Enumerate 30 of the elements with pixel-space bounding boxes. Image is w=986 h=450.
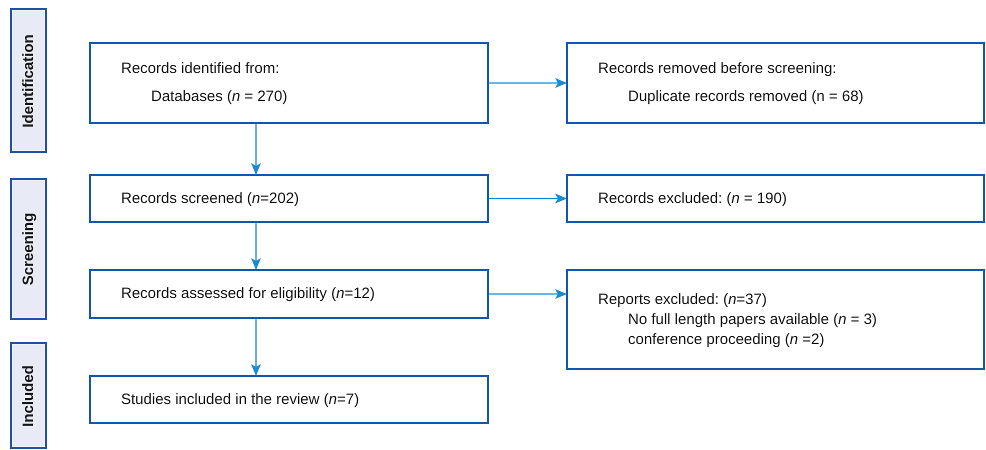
process-box	[89, 269, 489, 319]
box-detail: No full length papers available (n = 3)	[627, 310, 878, 330]
stage-band	[10, 8, 47, 153]
process-box	[89, 42, 489, 124]
stage-band	[10, 342, 47, 449]
arrow	[489, 78, 567, 88]
box-detail: Duplicate records removed (n = 68)	[627, 87, 865, 107]
arrow	[251, 319, 261, 376]
stage-label: Screening	[18, 212, 38, 286]
arrow	[251, 223, 261, 270]
arrow	[489, 194, 567, 204]
box-heading: Reports excluded: (n=37)	[598, 290, 768, 310]
box-heading: Records identified from:	[121, 59, 280, 79]
box-detail: Databases (n = 270)	[150, 87, 288, 107]
process-box	[566, 269, 985, 370]
stage-label: Identification	[18, 34, 38, 128]
box-detail: conference proceeding (n =2)	[627, 330, 826, 350]
process-box	[566, 42, 985, 124]
stage-label: Included	[18, 364, 38, 426]
arrow	[489, 289, 567, 299]
process-box	[89, 174, 489, 223]
box-heading: Records excluded: (n = 190)	[598, 188, 788, 208]
box-heading: Records removed before screening:	[598, 59, 838, 79]
box-heading: Records assessed for eligibility (n=12)	[121, 284, 376, 304]
process-box	[566, 174, 985, 223]
arrow	[251, 124, 261, 175]
process-box	[89, 375, 489, 424]
box-heading: Studies included in the review (n=7)	[121, 390, 360, 410]
box-heading: Records screened (n=202)	[121, 188, 300, 208]
stage-band	[10, 178, 47, 320]
